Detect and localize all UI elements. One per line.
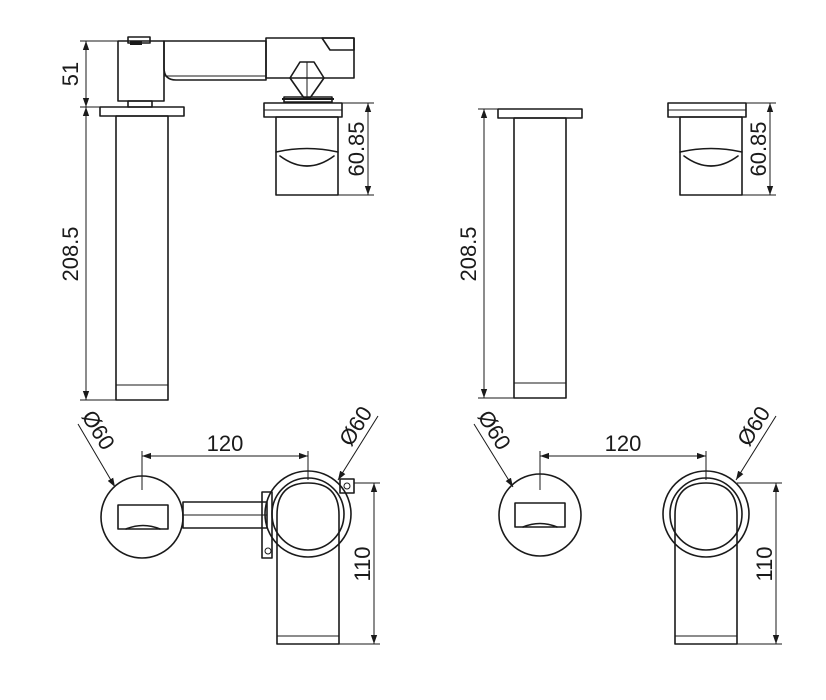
top-right-elevation: 208.5 60.85 <box>456 102 776 399</box>
dim-dia-60-br-right: Ø60 <box>732 402 775 451</box>
dim-120-br: 120 <box>605 431 642 456</box>
dim-208-5-right: 208.5 <box>456 226 481 281</box>
top-left-elevation: 51 208.5 60.85 <box>58 36 374 401</box>
dim-110-bl: 110 <box>350 546 375 581</box>
dim-dia-60-br-left: Ø60 <box>473 406 516 455</box>
bottom-right-plan: Ø60 120 Ø60 110 <box>473 402 782 645</box>
dim-60-85-left: 60.85 <box>344 121 369 176</box>
dim-60-85-right: 60.85 <box>746 121 771 176</box>
dim-110-br: 110 <box>752 546 777 581</box>
dim-dia-60-bl-right: Ø60 <box>334 402 377 451</box>
bottom-left-plan: Ø60 120 Ø60 110 <box>77 402 380 645</box>
dim-dia-60-bl-left: Ø60 <box>77 406 120 455</box>
dim-120-bl: 120 <box>207 431 244 456</box>
dim-208-5-left: 208.5 <box>58 226 83 281</box>
dim-51: 51 <box>58 62 83 86</box>
